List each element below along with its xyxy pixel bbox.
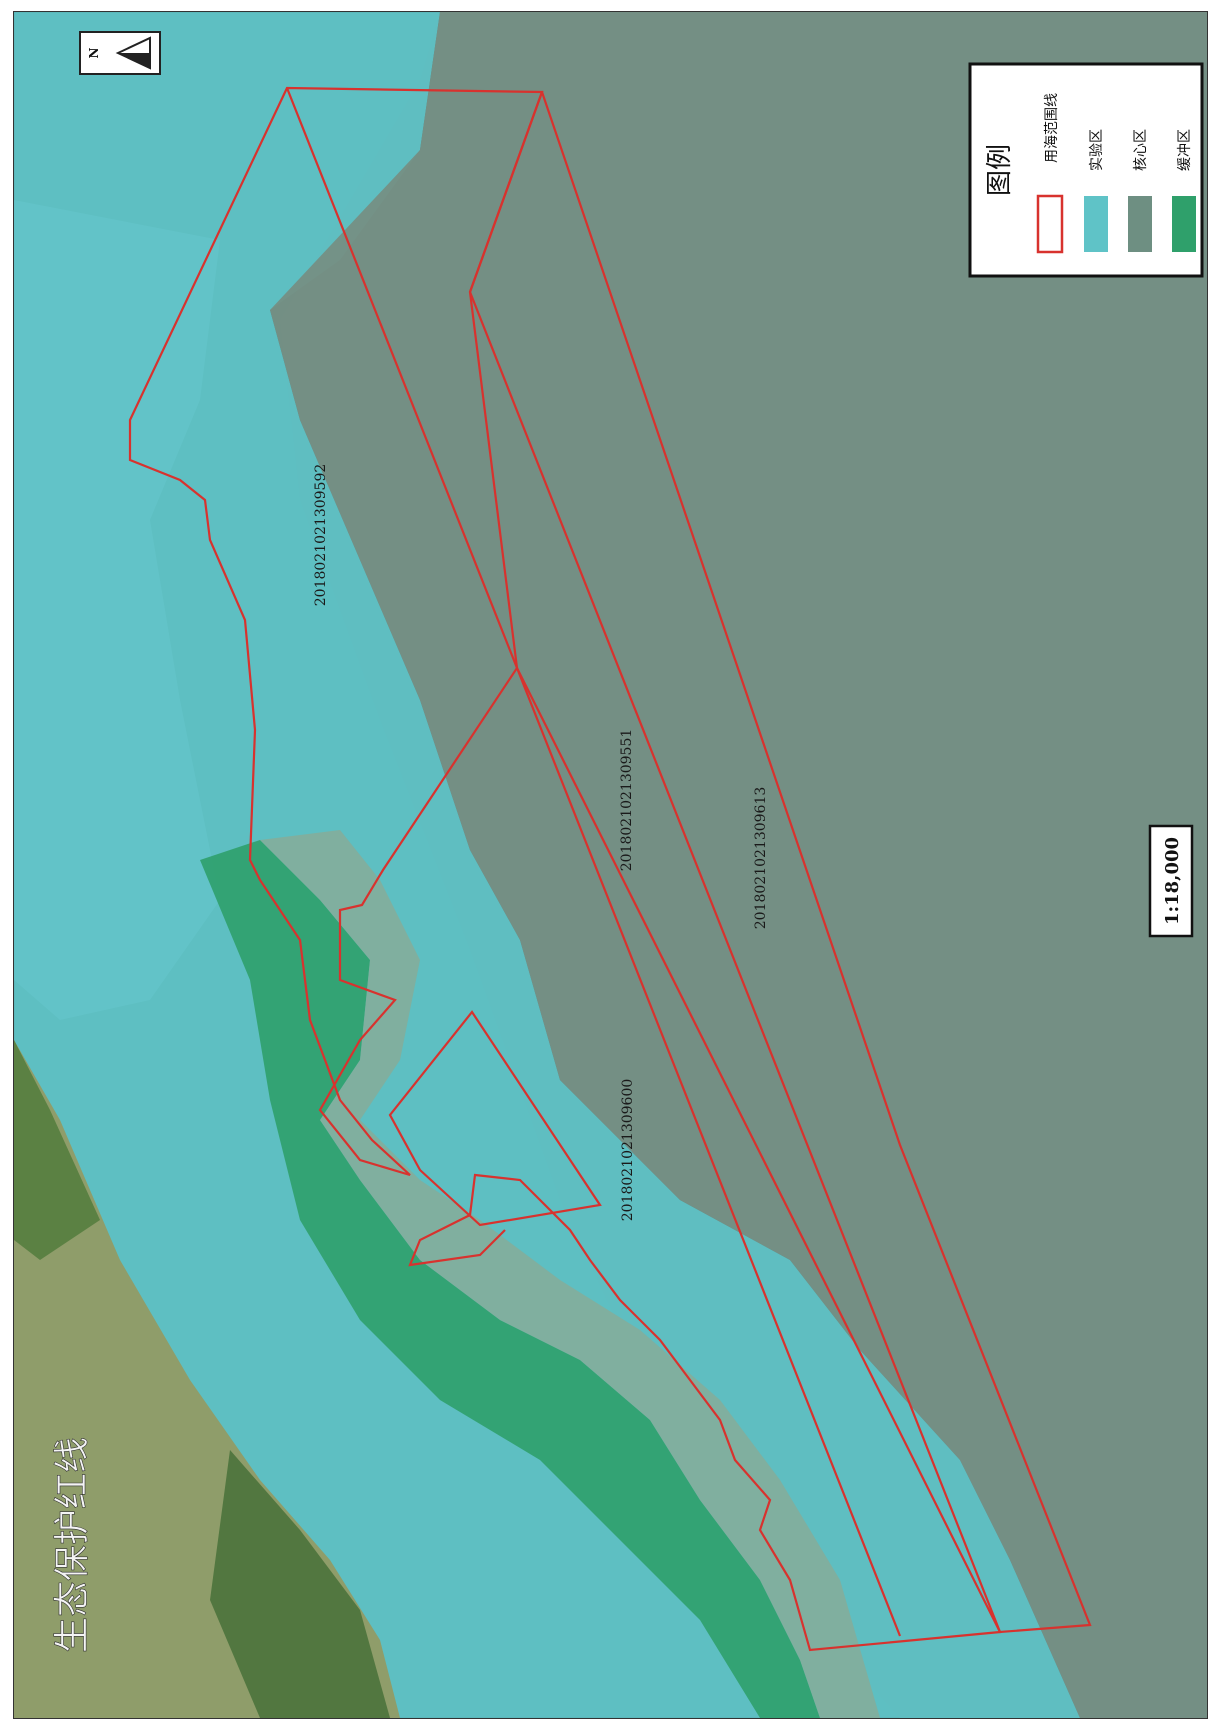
- experimental-zone: [14, 12, 1080, 1718]
- map-title: 生态保护红线: [52, 1437, 93, 1653]
- parcel-label-551: 2018021021309551: [619, 729, 635, 872]
- north-label: N: [87, 47, 101, 58]
- core-zone: [270, 12, 1207, 1718]
- buffer-transition: [260, 830, 880, 1718]
- parcel-boundary-shore: [408, 667, 1002, 1652]
- parcel-boundary-592: [128, 86, 544, 1177]
- parcel-label-613: 2018021021309613: [753, 787, 769, 930]
- parcel-label-592: 2018021021309592: [313, 464, 329, 607]
- legend-swatch-buffer: [1172, 196, 1196, 252]
- scale-box: 1:18,000: [1148, 824, 1194, 938]
- legend-title: 图例: [985, 144, 1015, 196]
- legend-swatch-core: [1128, 196, 1152, 252]
- inland-water: [14, 200, 220, 1020]
- legend-swatch-boundary: [1036, 194, 1064, 254]
- legend-label-experimental: 实验区: [1089, 129, 1105, 171]
- sea-use-boundaries: [128, 86, 1092, 1652]
- buffer-zone: [200, 840, 820, 1718]
- legend-swatch-experimental: [1084, 196, 1108, 252]
- legend-label-buffer: 缓冲区: [1177, 129, 1193, 171]
- legend: 图例 用海范围线 实验区 核心区 缓冲区: [968, 62, 1204, 278]
- north-arrow: N: [79, 31, 161, 75]
- land-forest: [210, 1450, 390, 1718]
- parcel-boundary-600: [388, 1010, 602, 1227]
- legend-label-core: 核心区: [1133, 129, 1149, 171]
- parcel-label-600: 2018021021309600: [620, 1079, 636, 1222]
- scale-label: 1:18,000: [1162, 837, 1183, 925]
- parcel-boundary-613: [468, 91, 1092, 1634]
- legend-label-boundary: 用海范围线: [1043, 93, 1060, 163]
- land-dark: [14, 1040, 100, 1260]
